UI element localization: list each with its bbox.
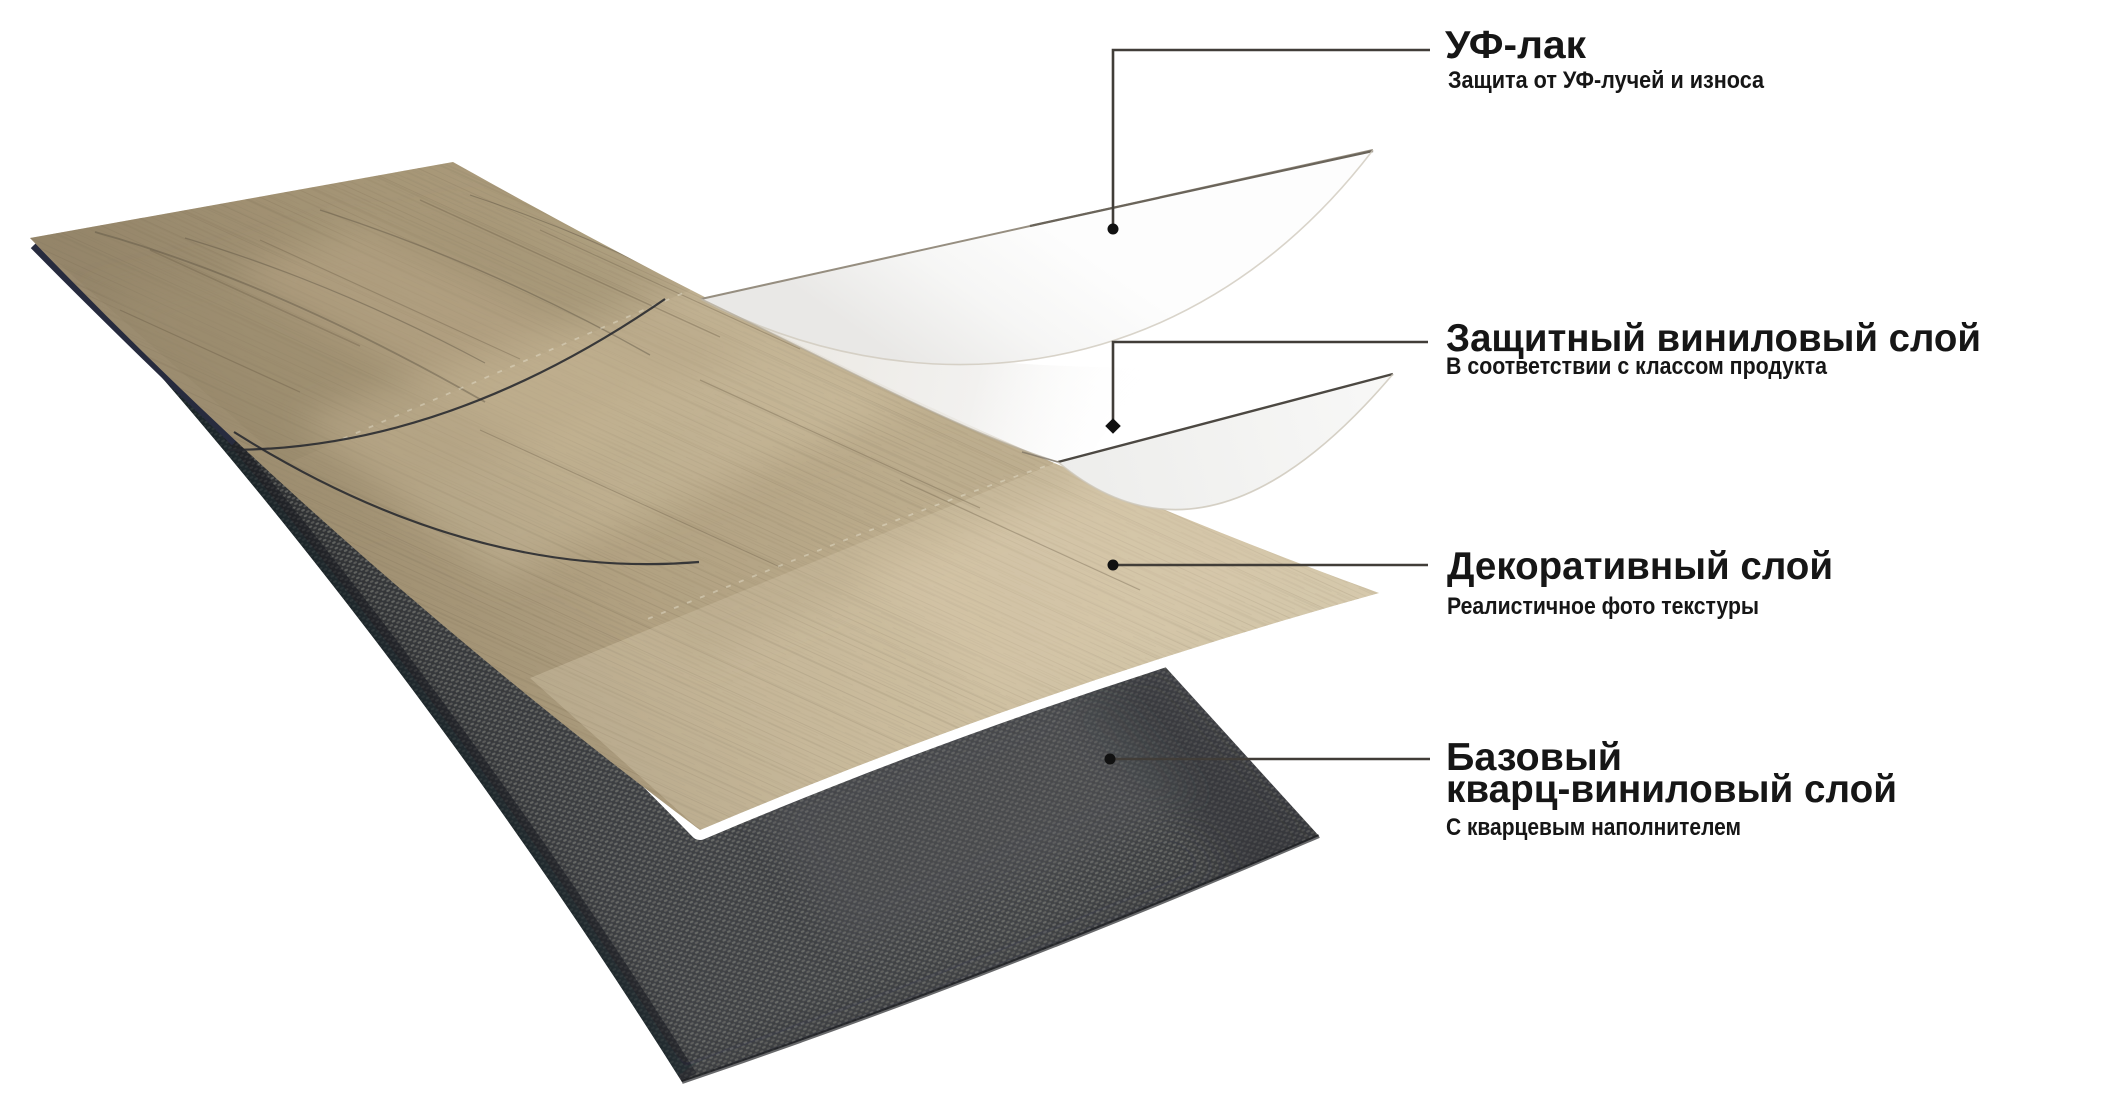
- svg-text:С кварцевым наполнителем: С кварцевым наполнителем: [1446, 814, 1741, 841]
- svg-text:В соответствии с классом проду: В соответствии с классом продукта: [1446, 353, 1828, 380]
- svg-text:Декоративный слой: Декоративный слой: [1447, 545, 1833, 588]
- svg-text:Защитный виниловый слой: Защитный виниловый слой: [1446, 317, 1981, 360]
- svg-text:кварц-виниловый слой: кварц-виниловый слой: [1446, 768, 1897, 811]
- svg-text:УФ-лак: УФ-лак: [1445, 24, 1586, 67]
- svg-text:Базовый: Базовый: [1446, 736, 1622, 779]
- svg-text:Реалистичное фото текстуры: Реалистичное фото текстуры: [1447, 593, 1759, 620]
- svg-text:Защита от УФ-лучей и износа: Защита от УФ-лучей и износа: [1448, 67, 1765, 94]
